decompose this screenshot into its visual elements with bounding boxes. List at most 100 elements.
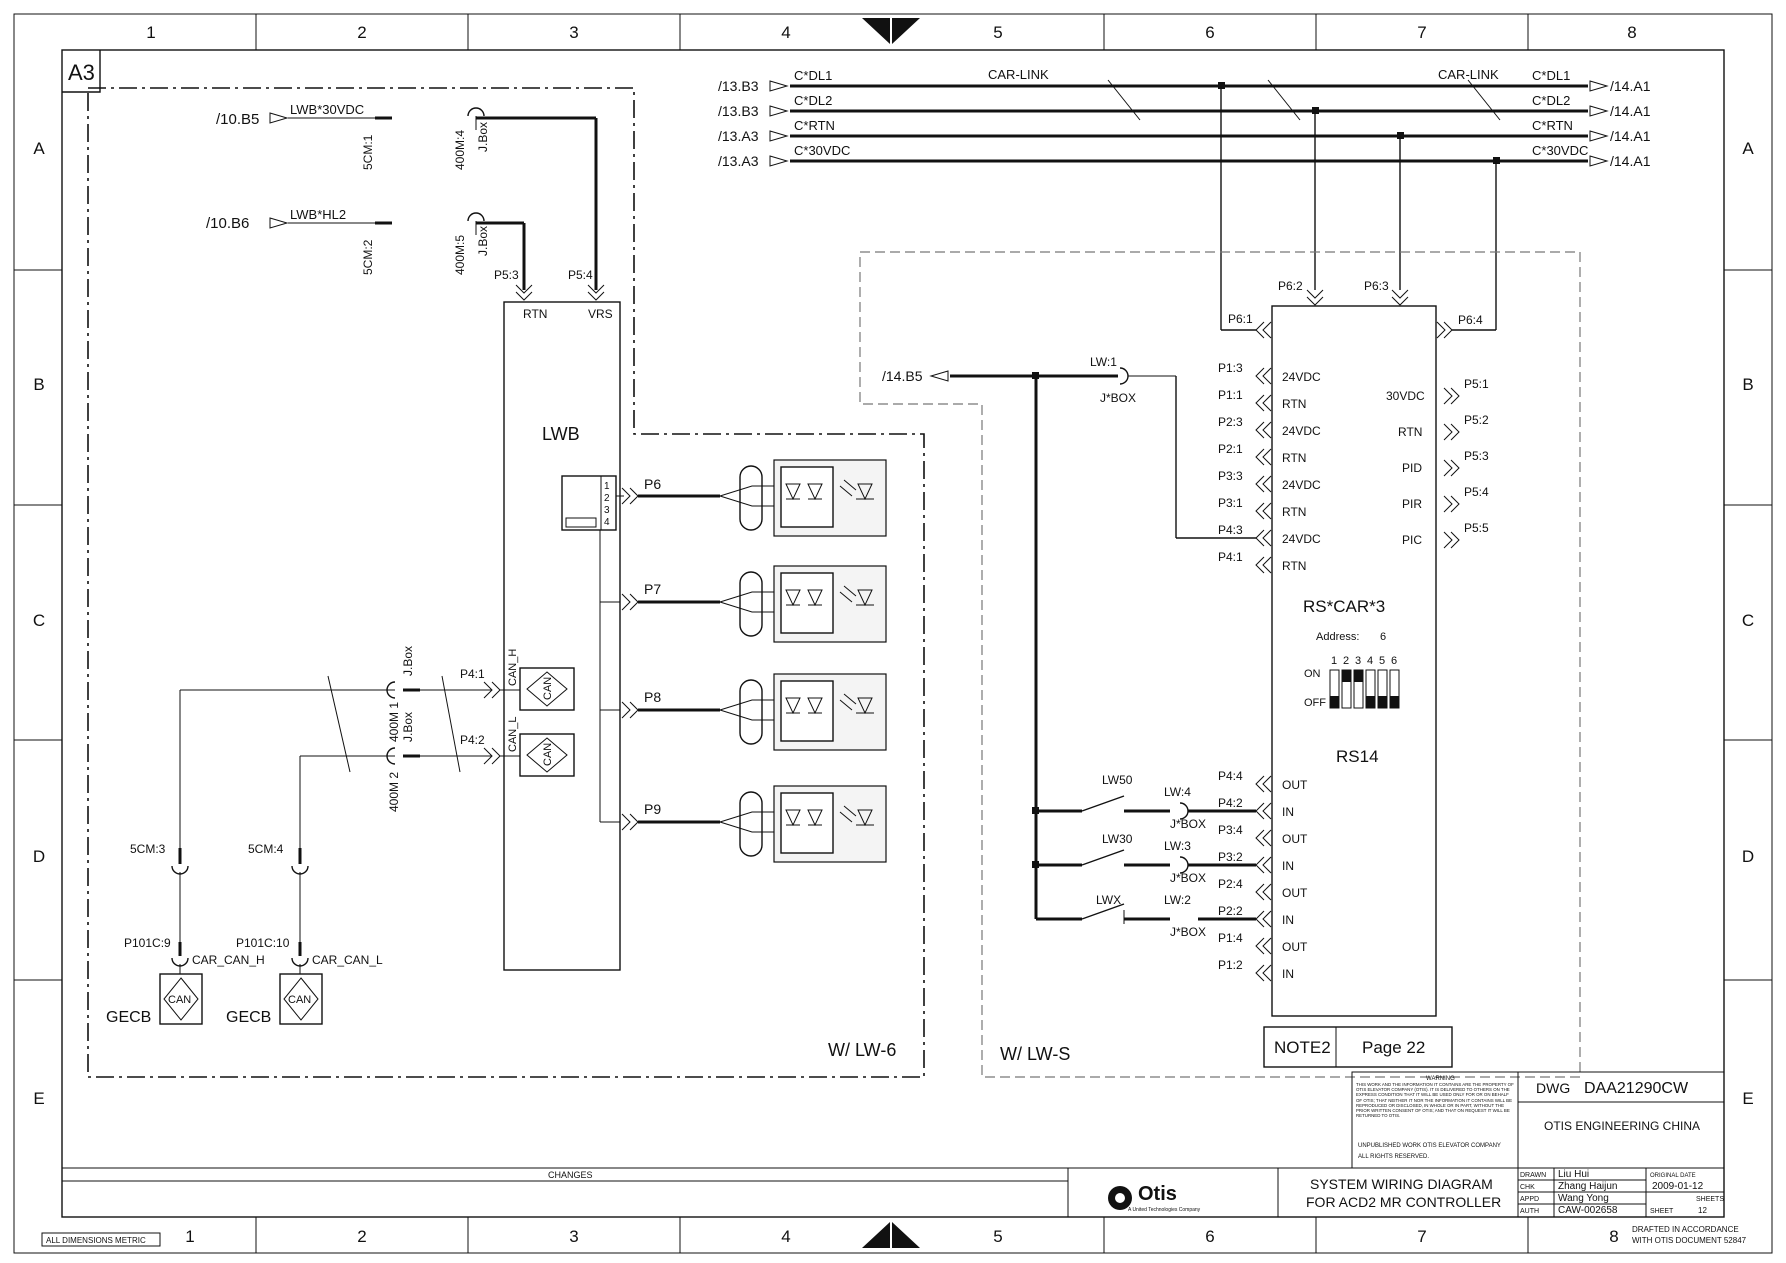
lwb-title: LWB <box>542 424 580 444</box>
pin-label: P2:3 <box>1218 415 1243 429</box>
pin-label: P4:1 <box>460 667 485 681</box>
connector-label: 400M:5 <box>453 235 467 275</box>
chk-value: Zhang Haijun <box>1558 1181 1617 1192</box>
pin-label: P4:2 <box>460 733 485 747</box>
switch-label: LW30 <box>1102 832 1133 846</box>
pin-label: P1:2 <box>1218 958 1243 972</box>
jbox-label: J.Box <box>476 226 490 256</box>
port-label: P6 <box>644 476 661 492</box>
sheet-value: 12 <box>1698 1206 1707 1215</box>
connector-label: LW:2 <box>1164 893 1191 907</box>
dip-switch-lever[interactable] <box>1378 696 1387 708</box>
ref-label: /14.B5 <box>882 368 923 384</box>
signal-label: RTN <box>1282 451 1306 465</box>
otis-logo-sub: A United Technologies Company <box>1128 1207 1201 1213</box>
dip-switch-lever[interactable] <box>1366 696 1375 708</box>
connector-label: P101C:9 <box>124 936 171 950</box>
bus-right-ref: /14.A1 <box>1610 103 1651 119</box>
lw6-option-label: W/ LW-6 <box>828 1040 896 1060</box>
pin-label: P3:3 <box>1218 469 1243 483</box>
signal-label: PID <box>1402 461 1422 475</box>
switch-label: LWX <box>1096 893 1121 907</box>
connector-label: 400M 1 <box>387 702 401 742</box>
can-h-label: CAN_H <box>507 649 519 686</box>
unpublished-label: UNPUBLISHED WORK OTIS ELEVATOR COMPANY <box>1358 1143 1501 1149</box>
signal-label: RTN <box>1282 505 1306 519</box>
signal-label: 24VDC <box>1282 424 1321 438</box>
auth-label: AUTH <box>1520 1208 1539 1215</box>
can-label: CAN <box>542 677 554 700</box>
pin-label: P4:3 <box>1218 523 1243 537</box>
io-label: OUT <box>1282 778 1308 792</box>
dip-switch-lever[interactable] <box>1354 670 1363 682</box>
bus-signal-name: C*DL1 <box>1532 68 1570 83</box>
signal-label: 24VDC <box>1282 478 1321 492</box>
sensor-port-p8: P8 <box>621 673 887 751</box>
can-wiring <box>159 675 520 1025</box>
can-label: CAN <box>168 994 191 1006</box>
pin-label: P4:4 <box>1218 769 1243 783</box>
connector-label: LW:4 <box>1164 785 1191 799</box>
connector-label: 5CM:3 <box>130 842 166 856</box>
rs14-left-pins: P1:3 P1:1 P2:3 P2:1 P3:3 P3:1 P4:3 P4:1 … <box>1218 361 1321 574</box>
col-label: 1 <box>146 23 155 42</box>
chk-label: CHK <box>1520 1184 1535 1191</box>
col-label: 7 <box>1417 1227 1426 1246</box>
bus-signal-name: C*RTN <box>1532 118 1573 133</box>
note-box[interactable]: NOTE2 Page 22 <box>1263 1026 1453 1068</box>
auth-value: CAW-002658 <box>1558 1205 1618 1216</box>
row-label: B <box>33 375 44 394</box>
bus-signal-name: C*30VDC <box>794 143 850 158</box>
pin-label: P2:1 <box>1218 442 1243 456</box>
jbox-label: J.Box <box>401 646 415 676</box>
rtn-label: RTN <box>523 307 547 321</box>
sensor-port-p7: P7 <box>621 565 887 643</box>
pin-label: P1:3 <box>1218 361 1243 375</box>
dwg-number: DAA21290CW <box>1584 1080 1689 1097</box>
rights-label: ALL RIGHTS RESERVED. <box>1358 1154 1429 1160</box>
rs14-model: RS14 <box>1336 747 1379 766</box>
conn-pin: 3 <box>604 505 610 516</box>
jbox-label: J.Box <box>401 712 415 742</box>
dip-number: 4 <box>1367 655 1373 667</box>
title-block: CHANGES WARNING THIS WORK AND THE INFORM… <box>41 1071 1747 1247</box>
can-label: CAN <box>288 994 311 1006</box>
pin-label: P5:1 <box>1464 377 1489 391</box>
signal-label: LWB*HL2 <box>290 207 346 222</box>
col-label: 4 <box>781 1227 790 1246</box>
address-value: 6 <box>1380 631 1386 643</box>
col-label: 4 <box>781 23 790 42</box>
pin-label: P4:1 <box>1218 550 1243 564</box>
signal-label: 30VDC <box>1386 389 1425 403</box>
row-label: B <box>1742 375 1753 394</box>
changes-label: CHANGES <box>548 1170 593 1180</box>
dip-switch-lever[interactable] <box>1330 696 1339 708</box>
jbox-label: J*BOX <box>1170 925 1206 939</box>
pin-label: P3:1 <box>1218 496 1243 510</box>
ref-label: /10.B6 <box>206 215 249 232</box>
connector-label: P101C:10 <box>236 936 290 950</box>
can-label: CAN <box>542 743 554 766</box>
dip-number: 3 <box>1355 655 1361 667</box>
signal-label: CAR_CAN_L <box>312 953 383 967</box>
dip-switch-lever[interactable] <box>1342 670 1351 682</box>
dip-switch-lever[interactable] <box>1390 696 1399 708</box>
io-label: IN <box>1282 913 1294 927</box>
col-label: 3 <box>569 23 578 42</box>
drafted-line1: DRAFTED IN ACCORDANCE <box>1632 1225 1739 1234</box>
bus-left-ref: /13.B3 <box>718 103 759 119</box>
jbox-label: J*BOX <box>1170 817 1206 831</box>
pin-label: P5:2 <box>1464 413 1489 427</box>
drawing-frame <box>13 13 1773 1254</box>
pin-label: P4:2 <box>1218 796 1243 810</box>
connector-label: 400M:4 <box>453 130 467 170</box>
signal-label: CAR_CAN_H <box>192 953 265 967</box>
io-label: OUT <box>1282 940 1308 954</box>
col-label: 6 <box>1205 23 1214 42</box>
sheet-size-label: A3 <box>68 60 95 85</box>
signal-label: LWB*30VDC <box>290 102 364 117</box>
dip-number: 1 <box>1331 655 1337 667</box>
bus-left-ref: /13.B3 <box>718 78 759 94</box>
lwb-port-wiring <box>599 495 624 823</box>
